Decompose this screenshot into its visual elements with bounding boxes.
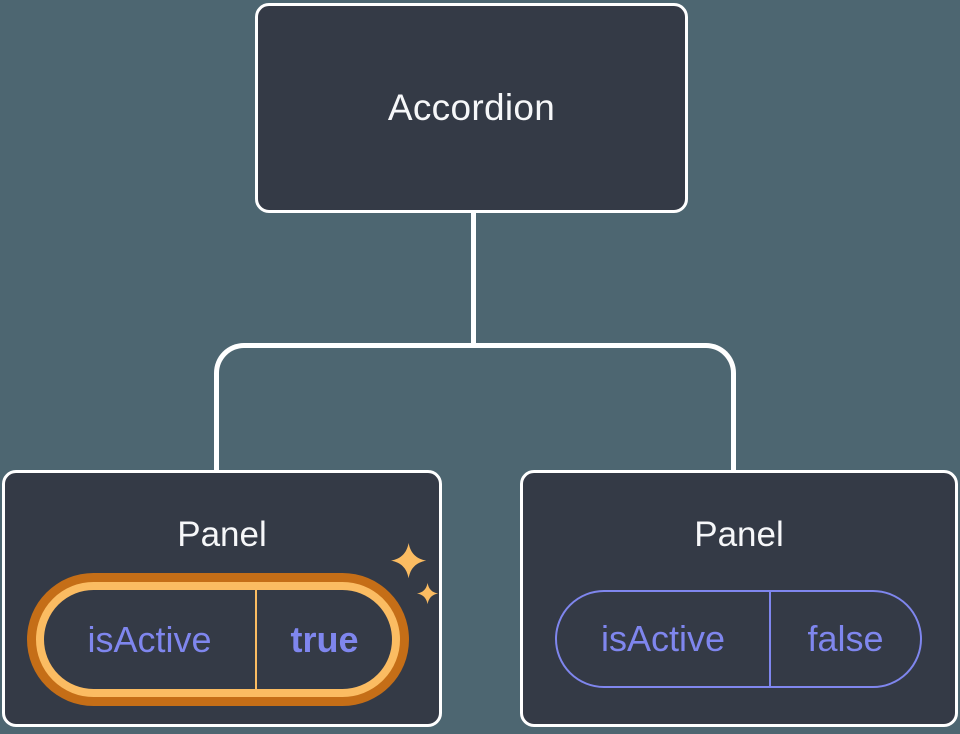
accordion-node-label: Accordion (387, 87, 556, 128)
tree-connector-stem (471, 210, 476, 348)
accordion-node: Accordion (255, 3, 688, 213)
panel-node-label: Panel (694, 515, 784, 554)
tree-connector-branches (214, 343, 736, 470)
panel-node-inactive: Panel isActive false (520, 470, 958, 727)
panel-node-active: Panel isActive true (2, 470, 442, 727)
pill-divider (255, 590, 257, 689)
state-value: true (290, 618, 359, 660)
panel-node-label: Panel (177, 515, 267, 554)
state-pill-inactive: isActive false (555, 590, 922, 688)
state-value: false (807, 618, 884, 659)
pill-divider (769, 592, 771, 686)
state-pill-active: isActive true (36, 582, 400, 697)
state-name: isActive (87, 618, 212, 660)
state-name: isActive (600, 618, 726, 659)
